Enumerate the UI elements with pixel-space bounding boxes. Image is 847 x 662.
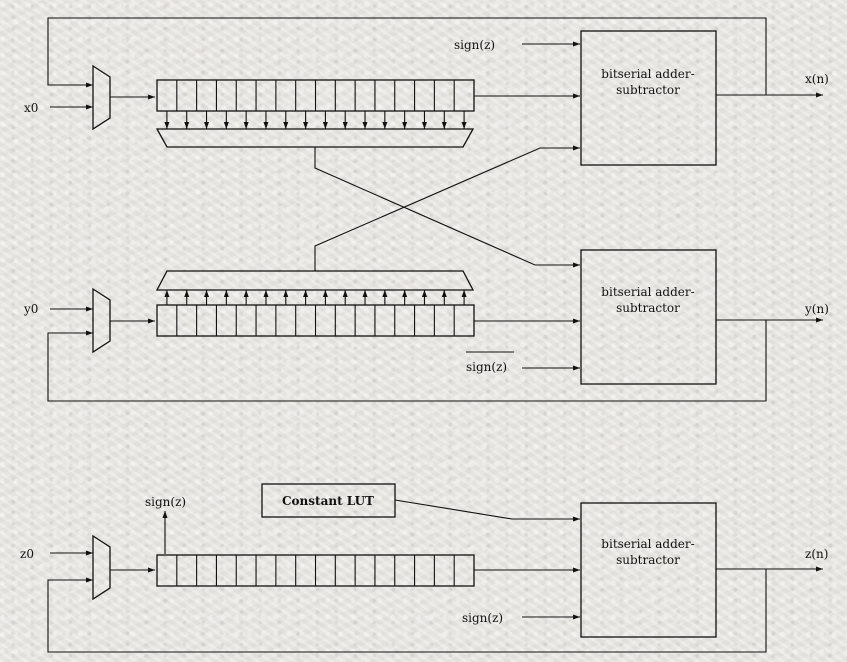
y-shift-register [156, 304, 475, 337]
z-feedback-wire [47, 569, 767, 653]
z-register-tap-label: sign(z) [145, 495, 186, 509]
lut-to-adder-wire [394, 499, 580, 522]
x-shift-taps [164, 111, 467, 129]
x-output-label: x(n) [805, 72, 829, 86]
z-adder-subtractor [580, 502, 717, 638]
z-mux [92, 534, 111, 601]
y-mux [92, 287, 111, 354]
z-shift-register [156, 554, 475, 587]
x-adder-label-2: subtractor [616, 83, 680, 97]
x-adder-subtractor [580, 30, 717, 166]
y-feedback-wire [47, 320, 767, 402]
x-barrel-shifter [155, 128, 475, 148]
z-adder-label-1: bitserial adder- [601, 537, 694, 551]
y-shift-to-x-adder-wire [314, 145, 580, 271]
constant-lut-label: Constant LUT [282, 494, 374, 508]
x-feedback-wire [47, 17, 767, 95]
y-barrel-shifter [155, 270, 475, 291]
x-adder-label-1: bitserial adder- [601, 67, 694, 81]
z-sign-label: sign(z) [462, 611, 503, 625]
x-shift-to-y-adder-wire [314, 147, 580, 268]
z0-label: z0 [20, 547, 34, 561]
x-shift-register [156, 79, 475, 112]
z-output-label: z(n) [805, 547, 828, 561]
y-output-label: y(n) [804, 302, 829, 316]
y-adder-label-2: subtractor [616, 301, 680, 315]
y-adder-subtractor [580, 249, 717, 385]
x-sign-label: sign(z) [454, 38, 495, 52]
z-adder-label-2: subtractor [616, 553, 680, 567]
y-shift-taps [164, 290, 467, 305]
y-adder-label-1: bitserial adder- [601, 285, 694, 299]
x0-label: x0 [24, 101, 38, 115]
y0-label: y0 [23, 302, 38, 316]
y-sign-label: sign(z) [466, 360, 507, 374]
x-mux [92, 64, 111, 131]
